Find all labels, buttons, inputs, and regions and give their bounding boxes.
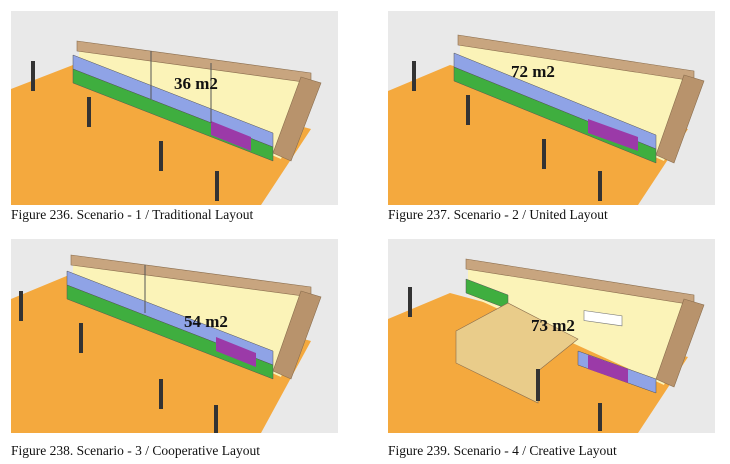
ground-plane — [388, 65, 688, 205]
glass-facade-purple — [211, 121, 251, 151]
figure-237-image: 72 m2 — [388, 11, 715, 205]
area-label: 73 m2 — [531, 316, 575, 335]
figure-239-image: 73 m2 — [388, 239, 715, 433]
wall-window — [583, 310, 623, 327]
ground-plane — [11, 65, 311, 205]
figure-237-caption: Figure 237. Scenario - 2 / United Layout — [388, 207, 608, 222]
figure-236-image: 36 m2 — [11, 11, 338, 205]
side-wall — [272, 76, 322, 162]
glass-facade-purple — [216, 337, 256, 367]
ground-plane — [11, 275, 311, 433]
figure-239-caption: Figure 239. Scenario - 4 / Creative Layo… — [388, 443, 617, 458]
figure-238-caption: Figure 238. Scenario - 3 / Cooperative L… — [11, 443, 260, 458]
figure-236-caption: Figure 236. Scenario - 1 / Traditional L… — [11, 207, 254, 222]
area-label: 54 m2 — [184, 312, 228, 331]
glass-facade-purple — [588, 355, 628, 383]
glass-facade-purple — [588, 119, 638, 151]
area-label: 36 m2 — [174, 74, 218, 93]
figure-238-image: 54 m2 — [11, 239, 338, 433]
area-label: 72 m2 — [511, 62, 555, 81]
side-wall — [655, 74, 705, 164]
glass-facade-green — [66, 284, 274, 380]
side-wall — [272, 290, 322, 380]
side-wall — [655, 298, 705, 388]
